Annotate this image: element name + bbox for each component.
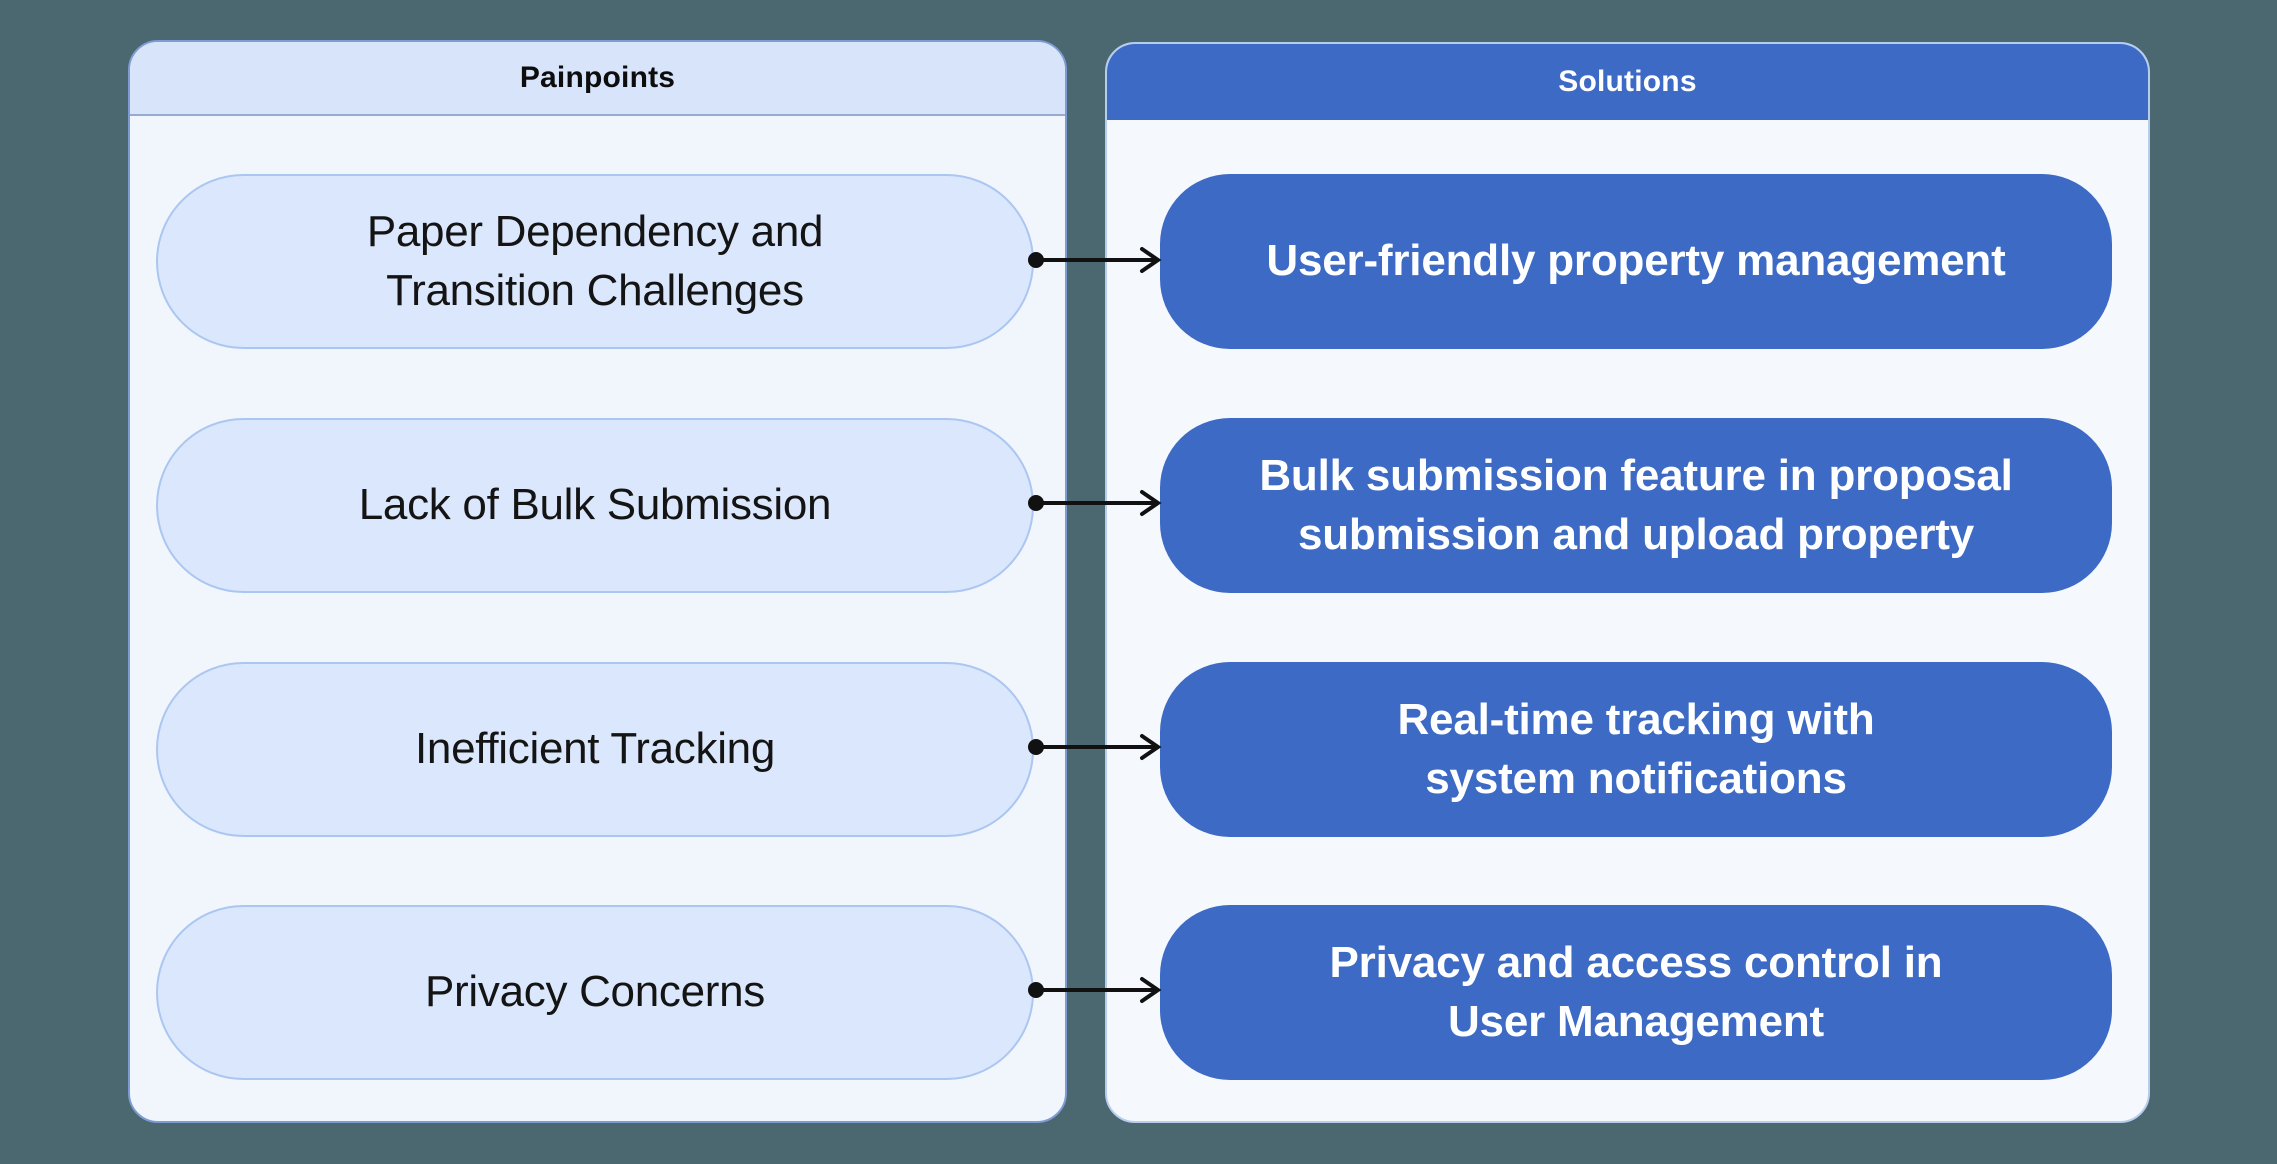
arrowhead-icon xyxy=(1140,734,1162,760)
arrowhead-icon xyxy=(1140,977,1162,1003)
painpoints-header: Painpoints xyxy=(130,42,1065,116)
connector-arrow-row2 xyxy=(1028,490,1162,516)
solution-pill-label: User-friendly property management xyxy=(1266,236,2006,286)
connector-arrow-row1 xyxy=(1028,247,1162,273)
arrowhead-icon xyxy=(1140,490,1162,516)
solutions-panel: Solutions User-friendly property managem… xyxy=(1105,42,2150,1123)
solutions-header: Solutions xyxy=(1107,44,2148,120)
connector-arrow-row3 xyxy=(1028,734,1162,760)
painpoint-pill-label: Privacy Concerns xyxy=(425,967,765,1017)
connector-arrow-row4 xyxy=(1028,977,1162,1003)
painpoints-title: Painpoints xyxy=(519,61,676,94)
painpoint-pill-inefficient-tracking: Inefficient Tracking xyxy=(156,662,1034,837)
painpoint-pill-bulk-submission: Lack of Bulk Submission xyxy=(156,418,1034,593)
painpoint-pill-label: Lack of Bulk Submission xyxy=(358,480,832,530)
solutions-title: Solutions xyxy=(1558,65,1697,98)
painpoint-pill-privacy-concerns: Privacy Concerns xyxy=(156,905,1034,1080)
solution-pill-property-management: User-friendly property management xyxy=(1160,174,2112,349)
painpoint-pill-label: Inefficient Tracking xyxy=(414,724,776,774)
arrowhead-icon xyxy=(1140,247,1162,273)
